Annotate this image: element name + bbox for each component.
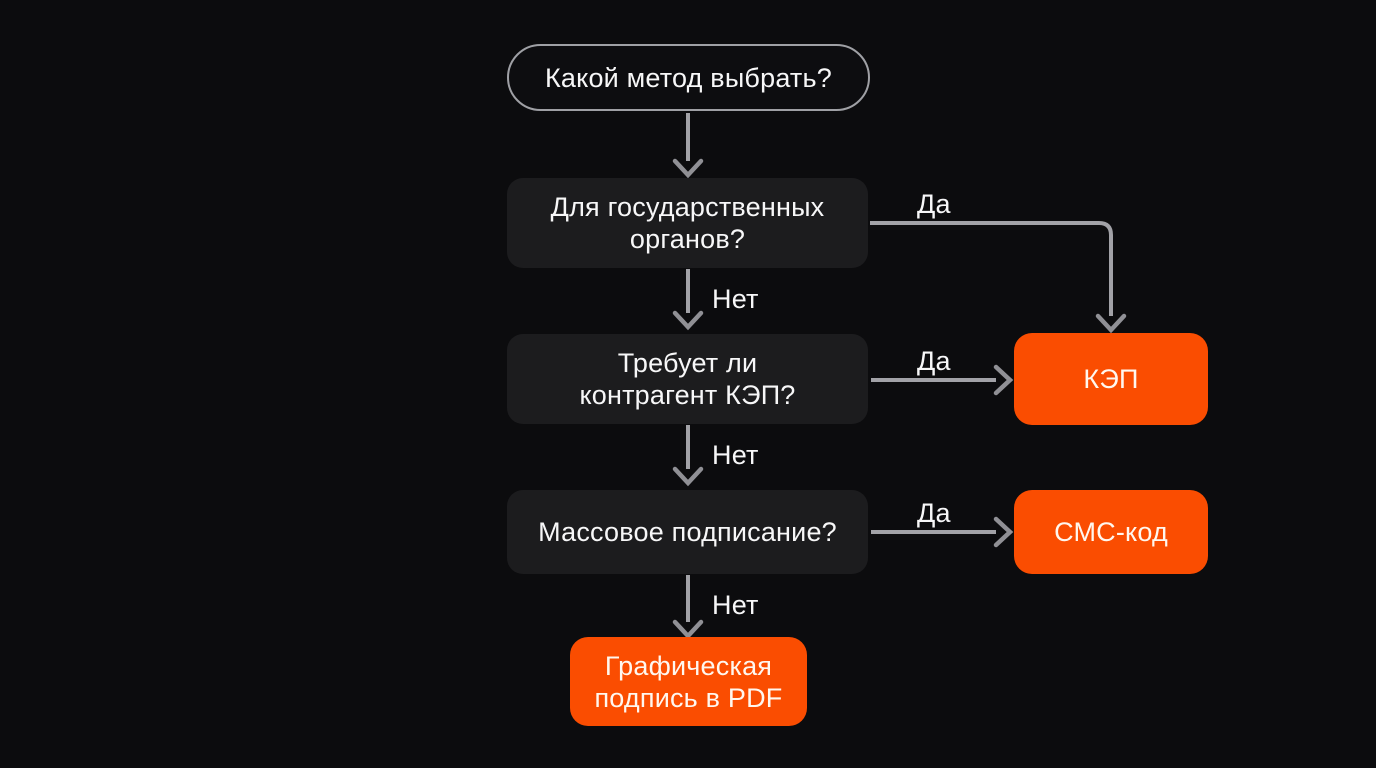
connector-decision2-yes-to-kep [871,364,1014,396]
arrow-down-icon [672,619,704,640]
outcome-node-sms-code: СМС-код [1014,490,1208,574]
edge-label-yes-1: Да [917,189,951,219]
decision-counterparty-line1: Требует ли [617,348,758,378]
decision-mass-signing-label: Массовое подписание? [538,517,837,547]
outcome-kep-label: КЭП [1083,364,1139,394]
connector-decision1-yes-to-kep [870,221,1127,334]
outcome-node-graphic-pdf-signature: Графическая подпись в PDF [570,637,807,726]
decision-government-line1: Для государственных [550,192,825,222]
arrow-down-icon [672,158,704,179]
arrow-down-icon [672,466,704,487]
connector-decision3-yes-to-sms [871,516,1014,548]
connector-start-to-decision1 [672,113,704,179]
decision-node-government: Для государственных органов? [507,178,868,268]
arrow-right-icon [993,364,1014,396]
outcome-pdf-line1: Графическая [604,650,773,681]
decision-counterparty-line2: контрагент КЭП? [579,380,796,410]
edge-label-no-2: Нет [712,440,759,470]
decision-government-line2: органов? [629,224,746,254]
outcome-sms-label: СМС-код [1054,517,1168,547]
start-node: Какой метод выбрать? [507,44,870,111]
connector-decision1-no-to-decision2 [672,269,704,331]
edge-label-yes-3: Да [917,498,951,528]
edge-label-no-3: Нет [712,590,759,620]
arrow-right-icon [993,516,1014,548]
outcome-pdf-line2: подпись в PDF [594,682,783,713]
arrow-down-icon [1095,313,1127,334]
connector-decision2-no-to-decision3 [672,425,704,487]
outcome-node-kep: КЭП [1014,333,1208,425]
edge-label-no-1: Нет [712,284,759,314]
decision-node-mass-signing: Массовое подписание? [507,490,868,574]
start-node-label: Какой метод выбрать? [545,62,832,93]
connector-decision3-no-to-pdf [672,575,704,640]
edge-label-yes-2: Да [917,346,951,376]
arrow-down-icon [672,310,704,331]
decision-node-counterparty-kep: Требует ли контрагент КЭП? [507,334,868,424]
